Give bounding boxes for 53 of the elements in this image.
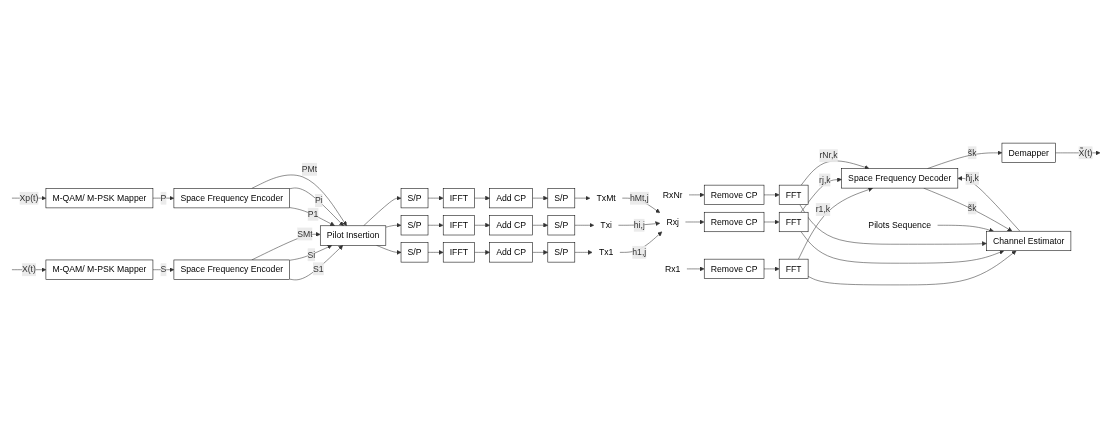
node-box: FFT: [778, 211, 809, 233]
node-text: Pilots Sequence: [868, 220, 932, 230]
edge-label: Xp(t): [19, 193, 39, 203]
edge-label: hi,j: [633, 220, 645, 230]
edge-label: P: [160, 193, 167, 203]
node-box: Add CP: [489, 242, 533, 263]
node-box: IFFT: [442, 242, 475, 263]
edge-label: SMt: [297, 229, 313, 239]
node-box: S/P: [547, 242, 576, 263]
node-box: M-QAM/ M-PSK Mapper: [45, 259, 154, 280]
node-box: FFT: [778, 258, 809, 279]
node-box: Add CP: [489, 188, 533, 209]
edge-label: rj,k: [819, 175, 831, 185]
node-box: S/P: [547, 188, 576, 209]
edge-label: s̃k: [967, 147, 977, 158]
node-text: RxNr: [662, 190, 683, 200]
node-box: Remove CP: [703, 258, 765, 279]
edge-label: X(t): [21, 264, 36, 275]
edge-label: PMt: [301, 164, 318, 174]
node-box: Space Frequency Decoder: [841, 168, 959, 189]
node-box: S/P: [400, 242, 429, 263]
edge-label: rNr,k: [819, 150, 838, 160]
node-box: Space Frequency Encoder: [173, 259, 290, 280]
node-text: Tx1: [598, 247, 614, 257]
edge-label: h1,j: [632, 247, 647, 257]
node-text: Txi: [600, 220, 612, 230]
node-text: TxMt: [596, 193, 616, 203]
edge-label: Si: [307, 249, 316, 260]
node-box: S/P: [547, 215, 576, 236]
node-box: S/P: [400, 215, 429, 236]
node-box: Space Frequency Encoder: [173, 188, 290, 209]
edge-label: h̃j,k: [965, 173, 979, 183]
node-box: Demapper: [1001, 142, 1056, 163]
node-box: FFT: [778, 184, 809, 205]
node-box: Remove CP: [703, 184, 765, 205]
edge-label: s̃k: [967, 203, 977, 213]
node-box: IFFT: [442, 188, 475, 209]
edge-label: hMt,j: [629, 193, 649, 203]
edge-label: S1: [313, 263, 324, 274]
edge-label: r1,k: [815, 204, 831, 214]
edge-label: P1: [307, 209, 319, 219]
edge-label: S: [160, 264, 167, 275]
node-box: Channel Estimator: [986, 230, 1072, 251]
node-box: Pilot Insertion: [320, 225, 387, 246]
node-box: Add CP: [489, 215, 533, 236]
edge-label: X̃(t): [1078, 147, 1093, 158]
node-box: S/P: [400, 188, 429, 209]
node-text: Rxj: [666, 217, 679, 227]
node-box: M-QAM/ M-PSK Mapper: [45, 188, 154, 209]
edge-label: Pi: [314, 195, 323, 205]
node-box: Remove CP: [703, 211, 765, 233]
node-text: Rx1: [664, 264, 681, 274]
node-box: IFFT: [442, 215, 475, 236]
